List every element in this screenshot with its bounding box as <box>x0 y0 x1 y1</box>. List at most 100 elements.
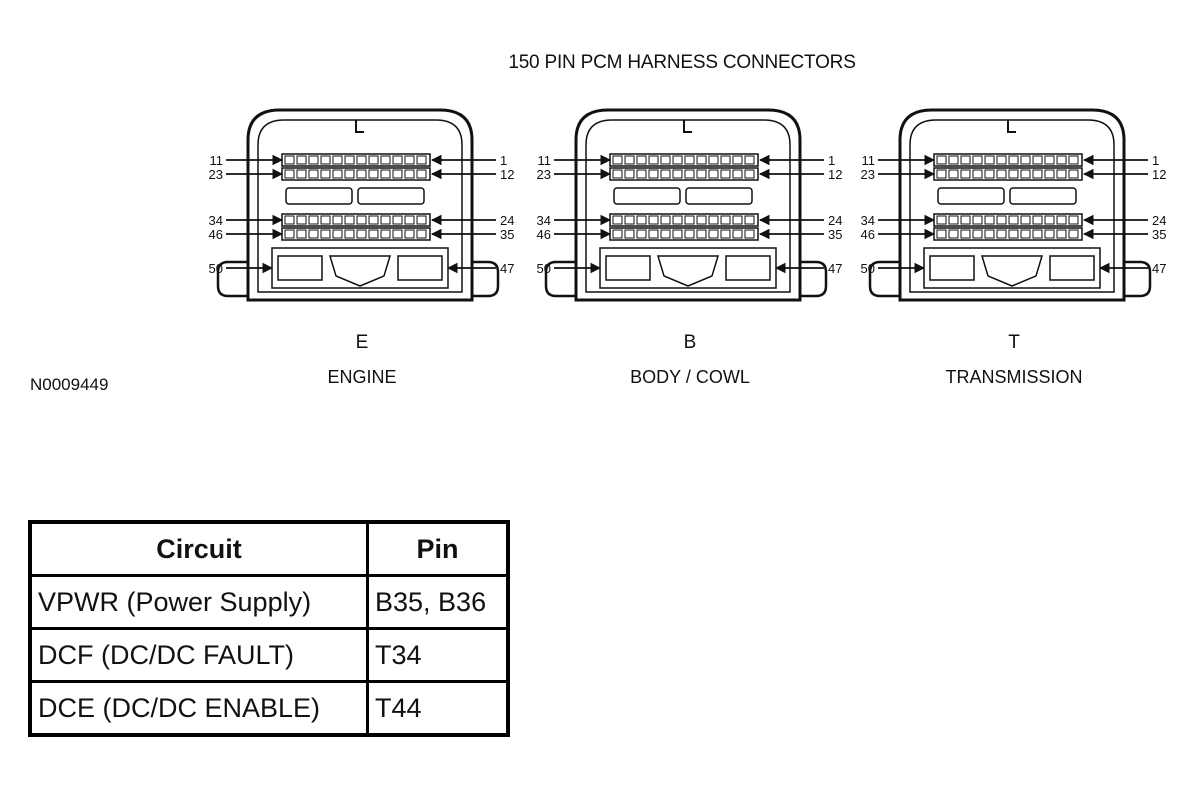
pin-cavity <box>320 229 331 239</box>
latch-right <box>472 260 500 298</box>
pin-cavity <box>648 155 659 165</box>
connector-letter: B <box>684 332 697 353</box>
pin-label-left: 23 <box>537 167 551 182</box>
pin-cavity <box>612 169 623 179</box>
pin-cavity <box>708 155 719 165</box>
pin-cavity <box>984 155 995 165</box>
pin-cavity <box>612 155 623 165</box>
pin-cavity <box>416 155 427 165</box>
pin-label-right: 1 <box>828 153 835 168</box>
connector-name: TRANSMISSION <box>945 367 1082 387</box>
pin-cavity <box>284 215 295 225</box>
connector-inner-wall <box>585 119 791 293</box>
pin-cavity <box>936 155 947 165</box>
pin-cavity <box>636 169 647 179</box>
table-row: DCF (DC/DC FAULT) T34 <box>28 627 510 683</box>
pin-cavity <box>416 229 427 239</box>
pin-cavity <box>660 215 671 225</box>
pin-cavity <box>308 215 319 225</box>
pin-cavity <box>368 215 379 225</box>
pin-cavity <box>720 169 731 179</box>
connector-body <box>898 108 1126 302</box>
power-terminal <box>1049 255 1095 281</box>
pin-label-left: 23 <box>861 167 875 182</box>
pin-label-left: 34 <box>861 213 875 228</box>
pin-cavity <box>960 155 971 165</box>
pin-cavity <box>380 229 391 239</box>
pin-cell: T44 <box>366 680 510 737</box>
pin-label-right: 24 <box>500 213 514 228</box>
pin-cavity <box>1056 229 1067 239</box>
pin-cavity <box>732 229 743 239</box>
pin-cavity <box>960 229 971 239</box>
pin-cavity <box>320 215 331 225</box>
pin-label-right: 35 <box>828 227 842 242</box>
pin-label-left: 50 <box>537 261 551 276</box>
pin-cavity <box>636 215 647 225</box>
pin-label-right: 35 <box>1152 227 1166 242</box>
pin-cavity <box>732 215 743 225</box>
pin-cavity <box>744 229 755 239</box>
pin-cavity <box>404 215 415 225</box>
latch-left <box>216 260 248 298</box>
center-key <box>980 255 1044 287</box>
pin-cavity <box>1008 155 1019 165</box>
circuit-cell: DCE (DC/DC ENABLE) <box>28 680 369 737</box>
pin-cavity <box>356 169 367 179</box>
pin-cavity <box>972 215 983 225</box>
pin-cavity <box>972 229 983 239</box>
pin-cavity <box>380 155 391 165</box>
pin-cavity <box>320 169 331 179</box>
pin-cavity <box>984 215 995 225</box>
table-header-row: Circuit Pin <box>28 520 510 577</box>
pin-cavity <box>1008 229 1019 239</box>
blank-slot <box>685 187 753 205</box>
figure-id: N0009449 <box>30 375 109 394</box>
power-terminal <box>277 255 323 281</box>
pin-cavity <box>960 169 971 179</box>
circuit-pin-table: Circuit Pin VPWR (Power Supply) B35, B36… <box>28 520 510 737</box>
pin-cavity <box>392 229 403 239</box>
pin-cavity <box>972 169 983 179</box>
pin-cavity <box>624 155 635 165</box>
pin-cavity <box>284 229 295 239</box>
pin-cavity <box>296 229 307 239</box>
pin-cavity <box>416 169 427 179</box>
pin-label-right: 24 <box>1152 213 1166 228</box>
pin-cavity <box>332 169 343 179</box>
pin-label-left: 46 <box>861 227 875 242</box>
latch-right <box>800 260 828 298</box>
key-notch <box>355 120 364 133</box>
pin-cavity <box>648 169 659 179</box>
pin-cavity <box>1008 169 1019 179</box>
pin-label-right: 1 <box>500 153 507 168</box>
pin-cavity <box>1020 215 1031 225</box>
pin-label-right: 12 <box>1152 167 1166 182</box>
pin-cavity <box>720 229 731 239</box>
pin-cavity <box>1020 169 1031 179</box>
pin-cavity <box>416 215 427 225</box>
pin-label-left: 23 <box>209 167 223 182</box>
connector-body <box>246 108 474 302</box>
connector-letter: E <box>356 332 369 353</box>
pin-cavity <box>1044 229 1055 239</box>
pin-cavity <box>936 215 947 225</box>
pin-cavity <box>720 155 731 165</box>
pin-cavity <box>732 155 743 165</box>
pin-cavity <box>356 155 367 165</box>
latch-left <box>868 260 900 298</box>
pin-cavity <box>744 169 755 179</box>
pin-cavity <box>648 229 659 239</box>
pin-cavity <box>672 155 683 165</box>
pin-cavity <box>672 169 683 179</box>
pin-cavity <box>696 169 707 179</box>
pin-cavity <box>344 215 355 225</box>
pin-cavity <box>612 215 623 225</box>
pin-cavity <box>696 155 707 165</box>
pin-cavity <box>320 155 331 165</box>
power-section <box>599 247 777 289</box>
pin-label-right: 1 <box>1152 153 1159 168</box>
